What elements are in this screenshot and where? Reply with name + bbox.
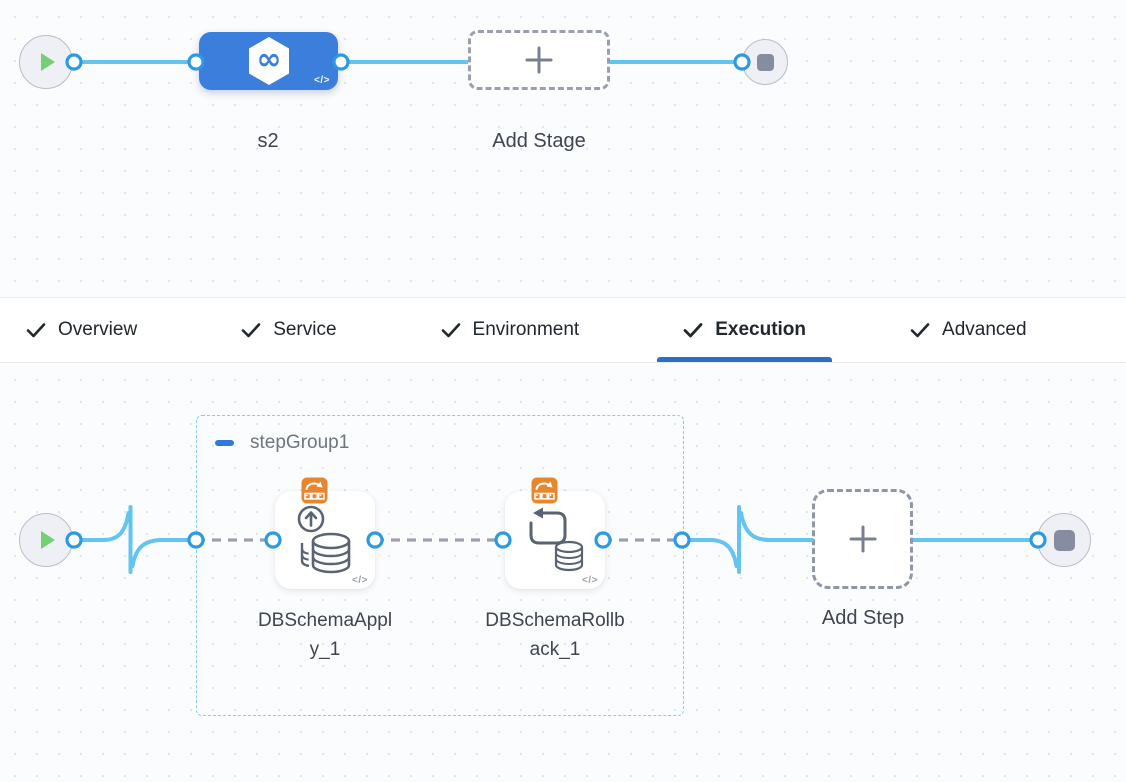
stage-config-tabs: Overview Service Environment Execution A… (0, 297, 1126, 363)
step-group-box[interactable]: stepGroup1 (196, 415, 684, 716)
pipeline-end-node[interactable] (742, 39, 788, 85)
execution-end-node[interactable] (1037, 513, 1091, 567)
check-icon (910, 323, 930, 338)
link-curve (680, 538, 739, 568)
tab-label: Overview (58, 319, 138, 340)
tab-label: Execution (715, 319, 807, 340)
active-tab-underline (657, 357, 833, 362)
stage-node-s2[interactable]: ∞ </> (199, 32, 338, 90)
step-node-dbschemaapply[interactable]: </> (275, 491, 375, 589)
execution-canvas: stepGroup1 (0, 363, 1126, 782)
step-template-badge-icon (531, 477, 558, 504)
tab-execution[interactable]: Execution (657, 298, 833, 362)
code-icon[interactable]: </> (314, 75, 330, 86)
svg-text:∞: ∞ (256, 42, 281, 77)
step-label-dbschemarollback: DBSchemaRollback_1 (485, 610, 625, 660)
tab-overview[interactable]: Overview (0, 298, 163, 362)
plus-icon (849, 525, 876, 553)
tab-label: Advanced (942, 319, 1027, 340)
step-group-header: stepGroup1 (215, 432, 349, 454)
tab-service[interactable]: Service (215, 298, 362, 362)
execution-start-node[interactable] (19, 513, 73, 567)
step-node-dbschemarollback[interactable]: </> (505, 491, 605, 589)
tab-environment[interactable]: Environment (415, 298, 606, 362)
pipeline-start-node[interactable] (19, 35, 73, 89)
stop-icon (756, 53, 774, 71)
step-template-badge-icon (301, 477, 328, 504)
play-icon (41, 53, 55, 71)
link-curve (739, 511, 814, 542)
add-stage-label: Add Stage (492, 130, 586, 152)
check-icon (683, 323, 703, 338)
code-icon[interactable]: </> (352, 575, 368, 586)
tab-advanced[interactable]: Advanced (884, 298, 1053, 362)
play-icon (41, 531, 55, 549)
stage-label: s2 (257, 130, 279, 152)
check-icon (241, 323, 261, 338)
add-stage-button[interactable] (468, 30, 610, 90)
stop-icon (1053, 529, 1075, 551)
db-schema-apply-icon (297, 505, 351, 574)
check-icon (26, 323, 46, 338)
link-curve (72, 511, 131, 542)
plus-icon (525, 46, 553, 74)
add-step-label: Add Step (821, 607, 905, 629)
harness-logo-icon: ∞ (248, 37, 289, 85)
link-curve (130, 538, 198, 568)
add-step-button[interactable] (812, 489, 913, 589)
db-schema-rollback-icon (529, 507, 584, 572)
stage-canvas: ∞ </> s2 Add Stage (0, 0, 1126, 297)
step-label-dbschemaapply: DBSchemaApply_1 (257, 610, 393, 660)
step-group-label: stepGroup1 (250, 432, 350, 453)
check-icon (441, 323, 460, 338)
code-icon[interactable]: </> (582, 575, 598, 586)
tab-label: Service (273, 319, 337, 340)
collapse-icon[interactable] (215, 440, 234, 446)
tab-label: Environment (472, 319, 580, 340)
